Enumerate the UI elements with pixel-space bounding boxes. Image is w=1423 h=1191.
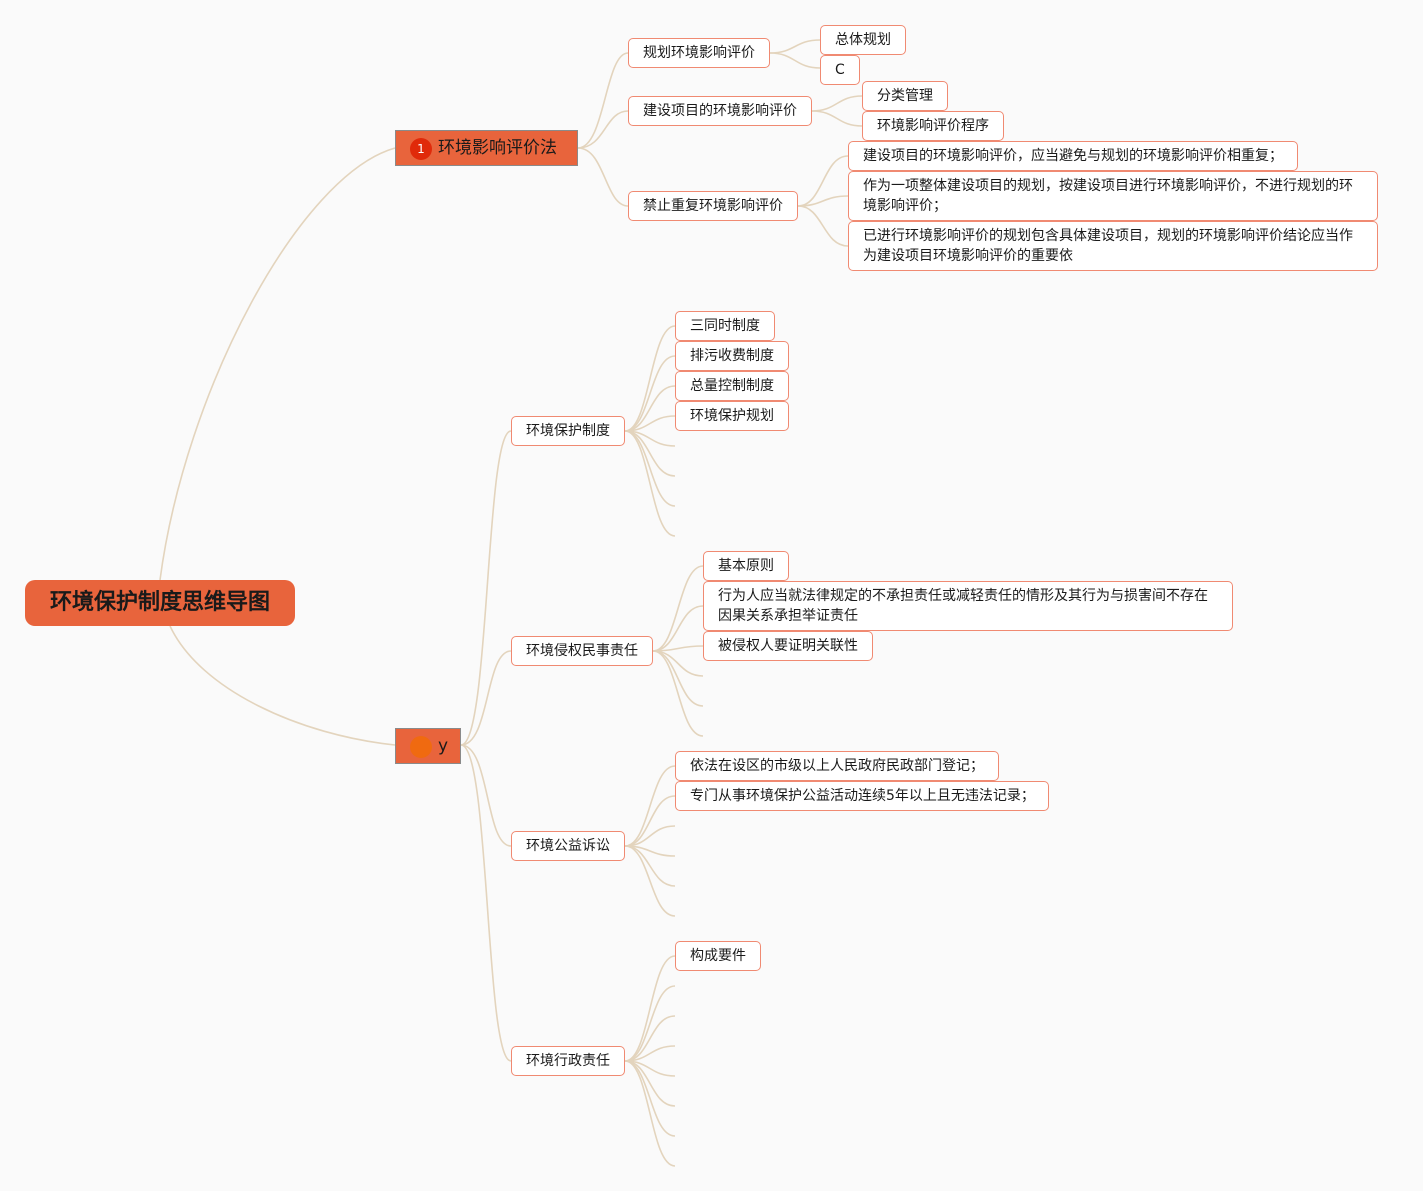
node-classified-management[interactable]: 分类管理 bbox=[862, 81, 948, 111]
orange-marker-icon bbox=[410, 736, 432, 758]
node-env-planning[interactable]: 环境保护规划 bbox=[675, 401, 789, 431]
root-node[interactable]: 环境保护制度思维导图 bbox=[25, 580, 295, 626]
node-registration-requirement[interactable]: 依法在设区的市级以上人民政府民政部门登记； bbox=[675, 751, 999, 781]
branch-eia-law[interactable]: 1 环境影响评价法 bbox=[395, 130, 578, 166]
node-three-simultaneous[interactable]: 三同时制度 bbox=[675, 311, 775, 341]
node-five-years-requirement[interactable]: 专门从事环境保护公益活动连续5年以上且无违法记录； bbox=[675, 781, 1049, 811]
branch-y-label: y bbox=[438, 736, 449, 756]
node-no-duplicate-rule-2[interactable]: 作为一项整体建设项目的规划，按建设项目进行环境影响评价，不进行规划的环境影响评价… bbox=[848, 171, 1378, 221]
branch-y[interactable]: y bbox=[395, 728, 461, 764]
node-burden-of-proof[interactable]: 行为人应当就法律规定的不承担责任或减轻责任的情形及其行为与损害间不存在因果关系承… bbox=[703, 581, 1233, 631]
node-env-tort-liability[interactable]: 环境侵权民事责任 bbox=[511, 636, 653, 666]
node-eia-procedure[interactable]: 环境影响评价程序 bbox=[862, 111, 1004, 141]
node-pollution-fee[interactable]: 排污收费制度 bbox=[675, 341, 789, 371]
node-planning-eia[interactable]: 规划环境影响评价 bbox=[628, 38, 770, 68]
branch-eia-label: 环境影响评价法 bbox=[438, 138, 557, 158]
node-project-eia[interactable]: 建设项目的环境影响评价 bbox=[628, 96, 812, 126]
node-env-protection-system[interactable]: 环境保护制度 bbox=[511, 416, 625, 446]
node-no-duplicate-eia[interactable]: 禁止重复环境影响评价 bbox=[628, 191, 798, 221]
node-basic-principle[interactable]: 基本原则 bbox=[703, 551, 789, 581]
node-total-control[interactable]: 总量控制制度 bbox=[675, 371, 789, 401]
node-no-duplicate-rule-1[interactable]: 建设项目的环境影响评价，应当避免与规划的环境影响评价相重复； bbox=[848, 141, 1298, 171]
node-c[interactable]: C bbox=[820, 55, 860, 85]
node-env-admin-liability[interactable]: 环境行政责任 bbox=[511, 1046, 625, 1076]
priority-1-marker-icon: 1 bbox=[410, 138, 432, 160]
node-victim-prove-causation[interactable]: 被侵权人要证明关联性 bbox=[703, 631, 873, 661]
node-constituent-elements[interactable]: 构成要件 bbox=[675, 941, 761, 971]
node-public-interest-litigation[interactable]: 环境公益诉讼 bbox=[511, 831, 625, 861]
node-total-planning[interactable]: 总体规划 bbox=[820, 25, 906, 55]
node-no-duplicate-rule-3[interactable]: 已进行环境影响评价的规划包含具体建设项目，规划的环境影响评价结论应当作为建设项目… bbox=[848, 221, 1378, 271]
